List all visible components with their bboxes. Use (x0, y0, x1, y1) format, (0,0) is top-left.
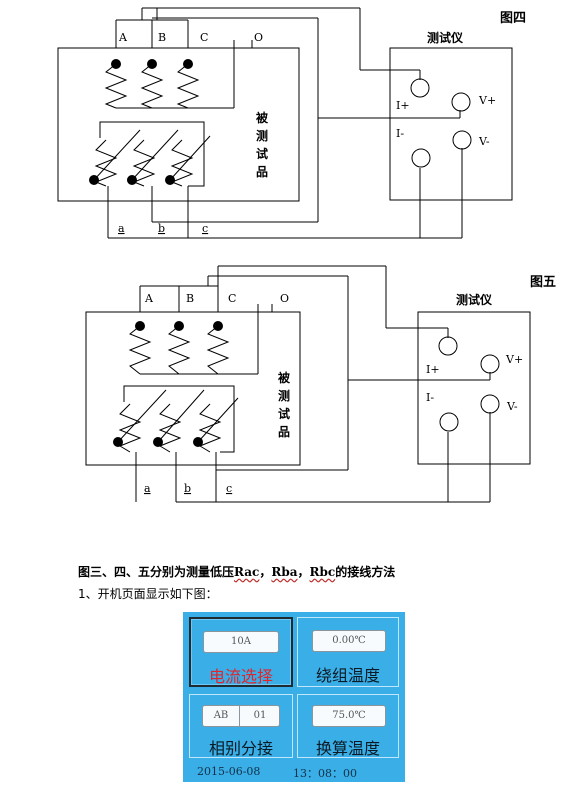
converted-temp-tile[interactable]: 75.0℃ 换算温度 (297, 694, 399, 758)
caption-prefix: 图三、四、五分别为测量低压 (78, 565, 235, 579)
winding-temp-tile[interactable]: 0.00℃ 绕组温度 (297, 617, 399, 687)
dut-label-char: 测 (256, 128, 268, 143)
phase-tap-label: 相别分接 (208, 739, 273, 758)
current-select-label: 电流选择 (208, 667, 273, 686)
figure-title: 图四 (500, 11, 526, 26)
figure-5-diagram: A B C O a b c I+ V+ I- V- 被 测 试 品 测试仪 图五 (0, 262, 581, 517)
current-value-field: 10A (203, 631, 279, 653)
hv-terminal-C: C (228, 292, 236, 305)
lv-terminal-b: b (158, 222, 165, 235)
port-label-v-minus: V- (506, 400, 518, 413)
dut-label-char: 品 (256, 165, 268, 179)
caption-sep: ， (259, 565, 272, 579)
lv-terminal-a: a (118, 222, 125, 235)
caption-rba: Rba (271, 565, 298, 579)
phase-value: AB (203, 706, 240, 726)
figure-caption: 图三、四、五分别为测量低压Rac，Rba，Rbc的接线方法 (78, 563, 395, 580)
port-label-i-plus: I+ (396, 99, 410, 112)
current-select-tile[interactable]: 10A 电流选择 (189, 617, 293, 687)
hv-terminal-B: B (186, 292, 194, 305)
hv-terminal-O: O (254, 31, 263, 44)
hv-terminal-O: O (280, 292, 289, 305)
port-label-i-minus: I- (426, 391, 434, 404)
winding-temp-field: 0.00℃ (312, 630, 386, 652)
port-label-v-plus: V+ (505, 353, 523, 366)
caption-rbc: Rbc (309, 565, 336, 579)
port-label-i-minus: I- (396, 127, 404, 140)
converted-temp-field: 75.0℃ (312, 705, 386, 727)
device-screen: 10A 电流选择 0.00℃ 绕组温度 AB 01 相别分接 75.0℃ 换算温… (183, 612, 405, 782)
lv-terminal-b: b (184, 482, 191, 495)
status-bar: 2015-06-08 13：08：00 (183, 762, 405, 782)
figure-4-diagram: A B C O a b c I+ V+ I- V- 被 测 试 品 测试仪 图四 (0, 0, 581, 250)
caption-rac: Rac (234, 565, 260, 579)
lv-terminal-c: c (226, 482, 232, 495)
port-label-v-plus: V+ (478, 94, 496, 107)
converted-temp-label: 换算温度 (315, 739, 380, 758)
status-date: 2015-06-08 (197, 765, 261, 778)
phase-tap-tile[interactable]: AB 01 相别分接 (189, 694, 293, 758)
status-time: 13：08：00 (293, 767, 357, 780)
instrument-box (417, 311, 531, 465)
caption-sep: ， (297, 565, 310, 579)
dut-box (85, 311, 301, 466)
dut-label-char: 试 (278, 406, 290, 421)
dut-label-char: 被 (278, 370, 291, 385)
port-label-i-plus: I+ (426, 363, 440, 376)
dut-label-char: 被 (256, 110, 269, 125)
step-1-text: 1、开机页面显示如下图： (78, 587, 218, 601)
lv-terminal-a: a (144, 482, 151, 495)
dut-label-char: 品 (278, 425, 290, 439)
instrument-label: 测试仪 (456, 292, 493, 307)
hv-terminal-B: B (158, 31, 166, 44)
hv-terminal-A: A (144, 292, 154, 305)
figure-4-wiring: A B C O a b c I+ V+ I- V- 被 测 试 品 测试仪 图四 (57, 7, 526, 239)
instrument-box (389, 47, 513, 201)
hv-terminal-C: C (200, 31, 208, 44)
caption-suffix: 的接线方法 (335, 565, 396, 579)
dut-label-char: 试 (256, 146, 268, 161)
figure-title: 图五 (530, 275, 556, 290)
lv-terminal-c: c (202, 222, 208, 235)
tap-value: 01 (253, 710, 267, 721)
instrument-label: 测试仪 (427, 30, 464, 45)
phase-tap-field: AB 01 (202, 705, 280, 727)
hv-terminal-A: A (118, 31, 128, 44)
dut-label-char: 测 (278, 388, 290, 403)
figure-5-wiring: A B C O a b c I+ V+ I- V- 被 测 试 品 测试仪 图五 (85, 265, 556, 503)
port-label-v-minus: V- (478, 135, 490, 148)
dut-box (57, 47, 300, 202)
winding-temp-label: 绕组温度 (315, 666, 380, 685)
